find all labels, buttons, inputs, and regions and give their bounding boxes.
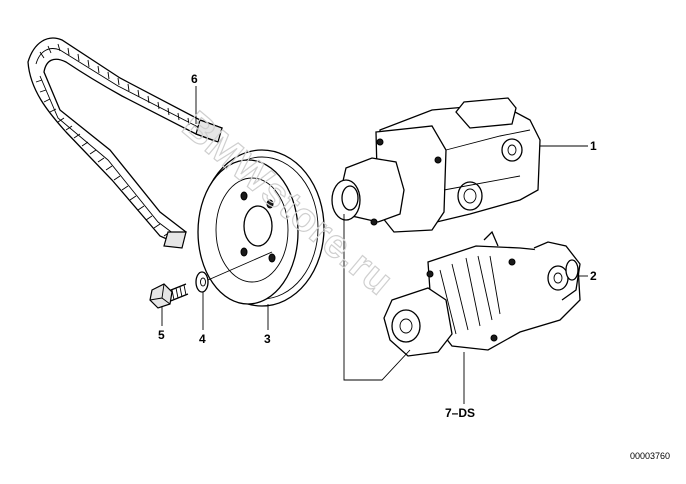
pulley: [197, 149, 325, 307]
callout-5: 5: [158, 328, 165, 342]
power-steering-pump-2: [383, 230, 581, 357]
callout-7-ds: 7–DS: [445, 406, 475, 420]
catalog-number: 00003760: [630, 451, 670, 461]
v-belt: [27, 37, 224, 249]
callout-1: 1: [590, 139, 597, 153]
callout-6: 6: [191, 72, 198, 86]
bolt: [149, 283, 189, 309]
callout-3: 3: [264, 332, 271, 346]
callout-4: 4: [199, 332, 206, 346]
callout-2: 2: [590, 269, 597, 283]
pump-impeller-fins: [439, 255, 501, 335]
belt-teeth: [35, 43, 190, 237]
callout-leaders: [161, 86, 588, 404]
washer: [195, 271, 209, 293]
power-steering-pump-1: [331, 97, 541, 233]
